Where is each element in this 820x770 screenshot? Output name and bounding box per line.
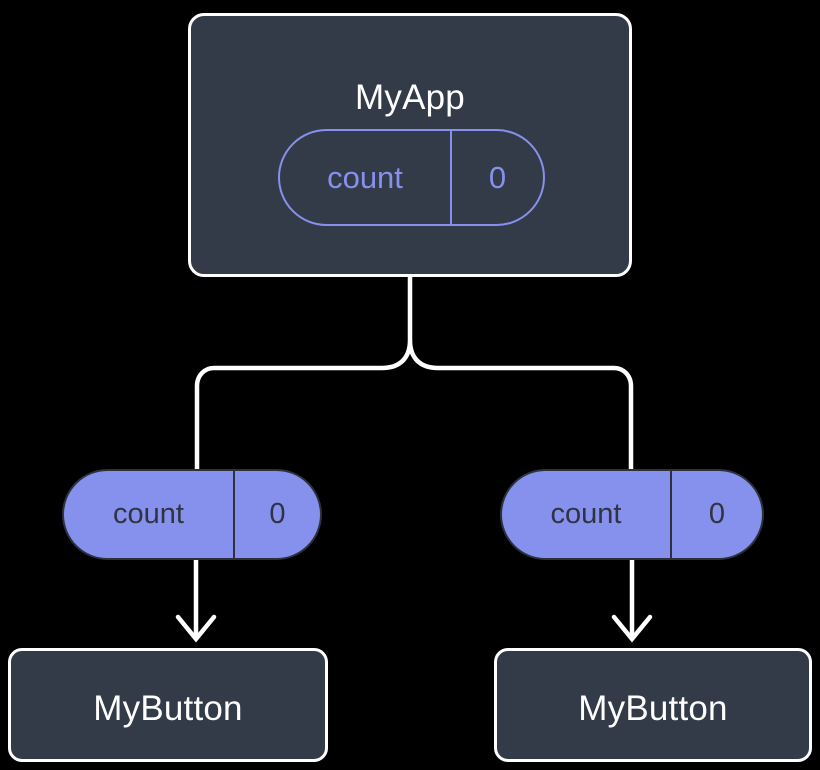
- right-state-value: 0: [670, 471, 762, 558]
- left-state-value: 0: [233, 471, 320, 558]
- myapp-state-pill[interactable]: count 0: [278, 129, 545, 226]
- parent-to-children-connector: [194, 274, 634, 472]
- left-state-pill[interactable]: count 0: [62, 469, 322, 560]
- right-state-pill[interactable]: count 0: [500, 469, 764, 560]
- mybutton-widget-box-left[interactable]: MyButton: [8, 648, 328, 762]
- state-to-button-arrow-right: [611, 560, 653, 643]
- myapp-state-key: count: [327, 159, 403, 195]
- state-to-button-arrow-left: [175, 560, 217, 643]
- left-state-key: count: [113, 498, 184, 530]
- right-state-key: count: [550, 498, 622, 530]
- mybutton-title-left: MyButton: [93, 689, 243, 728]
- myapp-widget-box[interactable]: MyApp: [188, 13, 632, 277]
- myapp-state-value: 0: [450, 131, 543, 224]
- mybutton-widget-box-right[interactable]: MyButton: [494, 648, 812, 762]
- myapp-title: MyApp: [355, 78, 465, 117]
- mybutton-title-right: MyButton: [578, 689, 728, 728]
